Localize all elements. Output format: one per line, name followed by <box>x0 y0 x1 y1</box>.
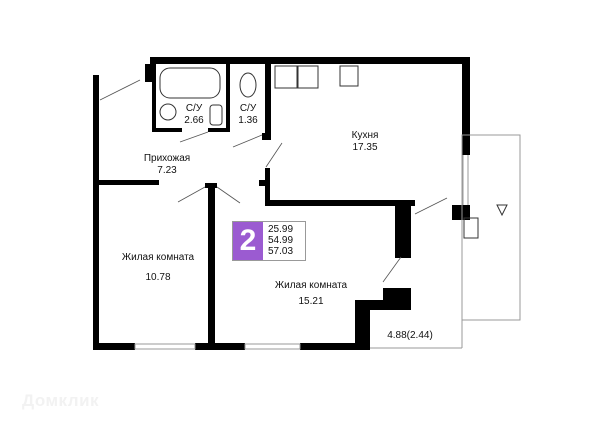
living-area: 25.99 <box>268 224 294 235</box>
room-label-living-room-2: Жилая комната 15.21 <box>275 280 347 308</box>
room-name: С/У <box>185 103 203 114</box>
room-area: 10.78 <box>145 272 171 283</box>
room-name: Жилая комната <box>274 280 348 291</box>
windows <box>134 134 521 350</box>
kitchen-sink-icon <box>339 65 359 87</box>
drain-icon <box>496 204 508 217</box>
stove-icon <box>274 65 298 89</box>
toilet-icon <box>239 72 257 98</box>
door-swings <box>99 79 448 283</box>
room-label-living-room-1: Жилая комната 10.78 <box>122 252 194 284</box>
washing-machine-icon <box>159 103 177 121</box>
room-area: 2.66 <box>184 115 204 126</box>
room-area: 1.36 <box>238 115 258 126</box>
room-name: С/У <box>239 103 257 114</box>
ventilation-icon <box>463 217 479 239</box>
watermark-logo: Домклик <box>22 391 100 410</box>
bathtub-icon <box>159 67 221 99</box>
room-area: 15.21 <box>298 296 324 307</box>
room-name: Прихожая <box>143 153 191 164</box>
room-area: 7.23 <box>157 165 177 176</box>
apartment-badge: 2 25.99 54.99 57.03 <box>232 221 306 261</box>
total-area: 54.99 <box>268 235 294 246</box>
fixtures <box>159 65 508 239</box>
balcony-area: 4.88(2.44) <box>387 330 433 341</box>
counter-icon <box>297 65 319 89</box>
room-name: Кухня <box>351 130 379 141</box>
room-count: 2 <box>233 222 263 260</box>
sink-icon <box>209 104 223 126</box>
room-name: Жилая комната <box>121 252 195 263</box>
room-area: 17.35 <box>352 142 378 153</box>
walls <box>93 57 470 350</box>
area-with-balcony: 57.03 <box>268 246 294 257</box>
